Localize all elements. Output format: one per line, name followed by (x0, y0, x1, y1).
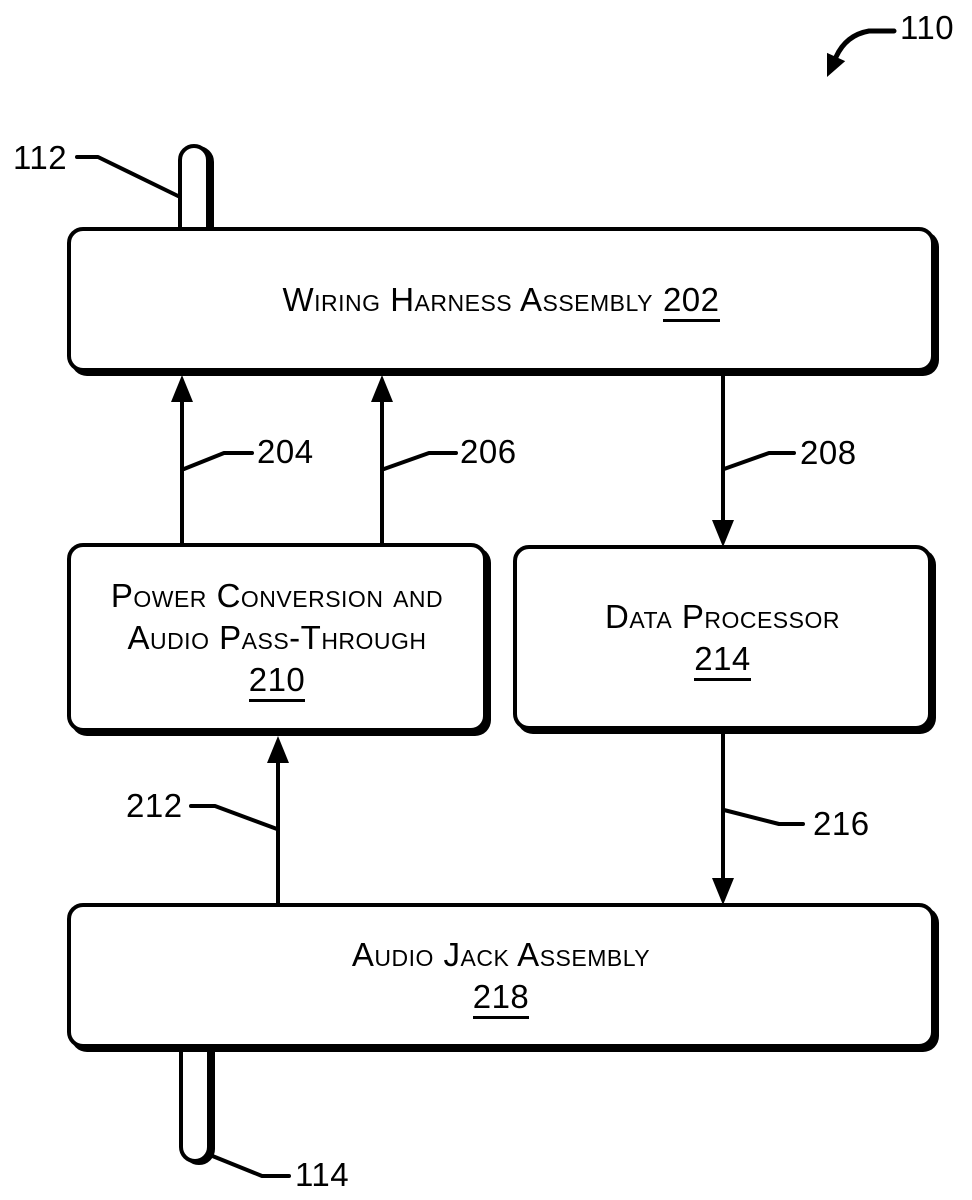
callout-206-label: 206 (460, 433, 517, 470)
arrow-212-head (267, 736, 289, 763)
data-processor-label: Data Processor 214 (605, 596, 840, 681)
wiring-harness-assembly-ref: 202 (662, 280, 720, 322)
audio-jack-assembly-title: Audio Jack Assembly (351, 935, 651, 973)
power-conversion-label: Power Conversion and Audio Pass-Through … (110, 575, 444, 702)
wiring-harness-assembly-title: Wiring Harness Assembly (282, 280, 653, 318)
power-conversion-title-line2: Audio Pass-Through (127, 618, 427, 656)
callout-204-leader-line (182, 451, 254, 471)
figure-ref-arrow-line (833, 28, 897, 60)
callout-216-leader-line (722, 808, 805, 826)
callout-114-leader-line (208, 1153, 291, 1178)
bottom-connector-pin (179, 1044, 211, 1163)
arrow-216-head (712, 878, 734, 905)
callout-212-leader-line (189, 804, 279, 831)
arrow-208-head (712, 520, 734, 547)
figure-ref-label: 110 (900, 9, 955, 46)
figure-ref-arrowhead (827, 52, 846, 77)
arrow-204-head (171, 375, 193, 402)
audio-jack-assembly-label: Audio Jack Assembly 218 (351, 934, 651, 1019)
data-processor-title: Data Processor (605, 597, 840, 635)
callout-216-label: 216 (813, 805, 870, 842)
callout-208-leader-line (722, 451, 796, 471)
audio-jack-assembly-box: Audio Jack Assembly 218 (67, 903, 935, 1048)
power-conversion-ref: 210 (248, 660, 306, 702)
top-connector-label: 112 (13, 139, 68, 176)
callout-212-label: 212 (126, 787, 183, 824)
data-processor-box: Data Processor 214 (513, 545, 932, 730)
data-processor-ref: 214 (694, 639, 751, 681)
callout-206-leader-line (382, 451, 458, 471)
callout-112-leader-line (75, 155, 180, 198)
arrow-206-head (371, 375, 393, 402)
power-conversion-box: Power Conversion and Audio Pass-Through … (67, 543, 487, 732)
top-connector-pin (178, 144, 210, 234)
audio-jack-assembly-ref: 218 (472, 977, 530, 1019)
power-conversion-title-line1: Power Conversion and (110, 576, 444, 614)
callout-208-label: 208 (800, 434, 857, 471)
callout-204-label: 204 (257, 433, 314, 470)
bottom-connector-label: 114 (295, 1156, 350, 1193)
